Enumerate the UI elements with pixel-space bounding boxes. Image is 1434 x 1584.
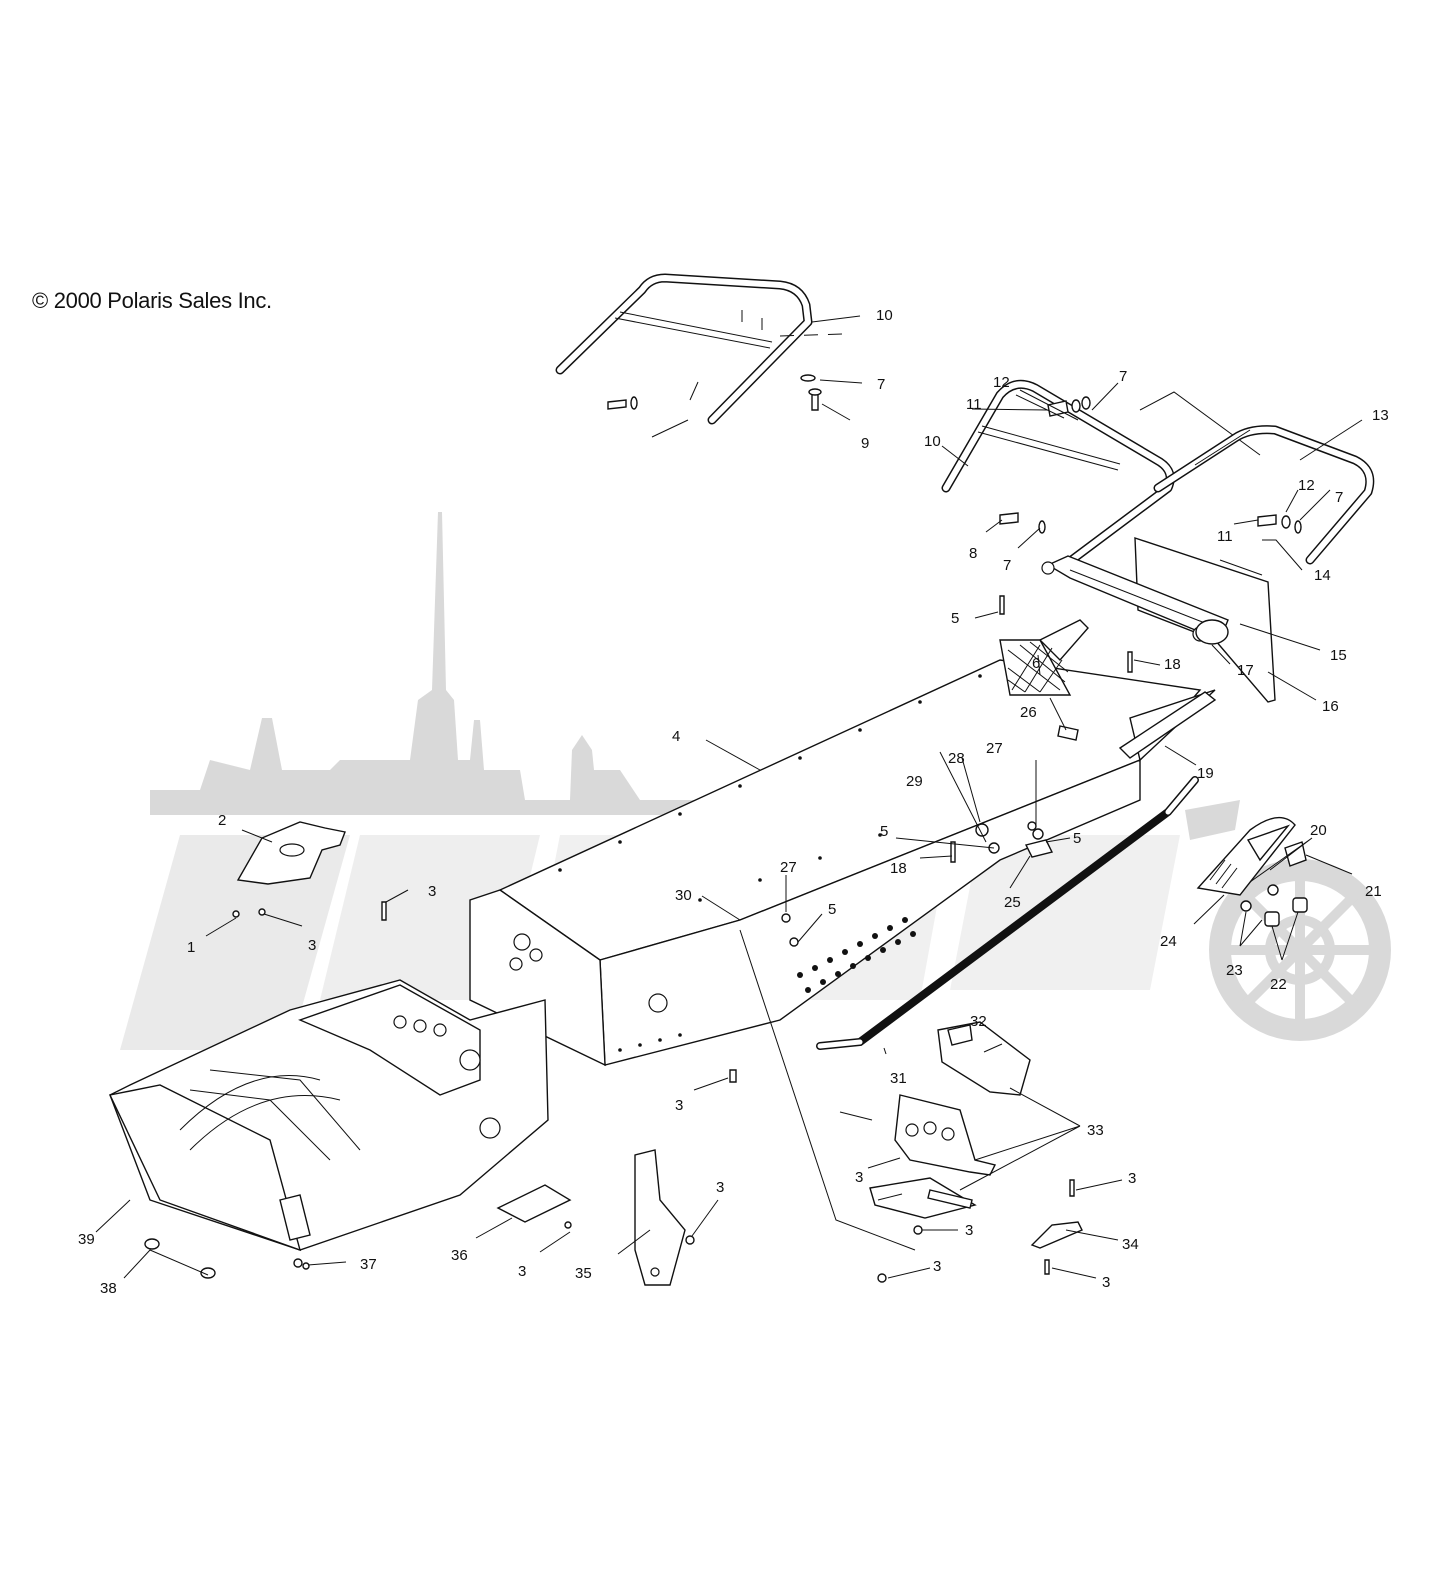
callout-37: 37	[360, 1256, 377, 1273]
callout-27-left: 27	[780, 859, 797, 876]
rear-flap-assembly	[1041, 537, 1276, 703]
fasteners	[232, 595, 1133, 1283]
hardware-right	[999, 396, 1302, 534]
callout-26: 26	[1020, 704, 1037, 721]
callout-38: 38	[100, 1280, 117, 1297]
rear-bumper	[1153, 425, 1375, 565]
callout-13: 13	[1372, 407, 1389, 424]
callout-12-right: 12	[993, 374, 1010, 391]
callout-10-top: 10	[876, 307, 893, 324]
callout-5-top: 5	[951, 610, 959, 627]
grab-bar-top	[555, 273, 843, 438]
callout-35: 35	[575, 1265, 592, 1282]
callout-5-mid: 5	[880, 823, 888, 840]
front-bracket-2	[236, 821, 346, 885]
taillight	[1196, 817, 1308, 927]
callout-24: 24	[1160, 933, 1177, 950]
callout-labels: 10 7 9 12 7 11 10 13 12 7 11 8 7 14 15 1…	[78, 307, 1389, 1297]
callout-12-bumper: 12	[1298, 477, 1315, 494]
bracket-33	[869, 1094, 997, 1219]
fastener-37	[293, 1258, 310, 1270]
callout-11-right: 11	[966, 396, 982, 413]
callout-3-b33c: 3	[933, 1258, 941, 1275]
callout-4: 4	[672, 728, 680, 745]
callout-19: 19	[1197, 765, 1214, 782]
callout-3-b34: 3	[1102, 1274, 1110, 1291]
copyright-notice: © 2000 Polaris Sales Inc.	[32, 288, 272, 313]
callout-3-right: 3	[1128, 1170, 1136, 1187]
callout-33: 33	[1087, 1122, 1104, 1139]
callout-10-right: 10	[924, 433, 941, 450]
bolt-9	[607, 374, 822, 411]
callout-20: 20	[1310, 822, 1327, 839]
callout-23: 23	[1226, 962, 1243, 979]
tunnel-rivets	[558, 674, 982, 1052]
grab-bar-right	[941, 379, 1261, 570]
callout-18-top: 18	[1164, 656, 1181, 673]
callout-3-bulkhead: 3	[428, 883, 436, 900]
bracket-35	[634, 1149, 686, 1286]
callout-2: 2	[218, 812, 226, 829]
callout-34: 34	[1122, 1236, 1139, 1253]
callout-30: 30	[675, 887, 692, 904]
callout-3-front: 3	[308, 937, 316, 954]
callout-15: 15	[1330, 647, 1347, 664]
callout-7-right: 7	[1119, 368, 1127, 385]
callout-29: 29	[906, 773, 923, 790]
leader-lines	[95, 315, 1363, 1279]
callout-16: 16	[1322, 698, 1339, 715]
callout-3-b36: 3	[518, 1263, 526, 1280]
callout-5-right: 5	[1073, 830, 1081, 847]
bulkhead	[108, 979, 549, 1252]
callout-6: 6	[1032, 655, 1040, 672]
callout-14: 14	[1314, 567, 1331, 584]
callout-9: 9	[861, 435, 869, 452]
callout-1: 1	[187, 939, 195, 956]
callout-21: 21	[1365, 883, 1382, 900]
bracket-32	[937, 1021, 1031, 1096]
rail-19	[1118, 691, 1217, 759]
callout-22: 22	[1270, 976, 1287, 993]
callout-25: 25	[1004, 894, 1021, 911]
callout-3-b35: 3	[716, 1179, 724, 1196]
rod-31	[816, 776, 1199, 1050]
callout-11-bumper: 11	[1217, 528, 1233, 545]
callout-32: 32	[970, 1013, 987, 1030]
callout-7-bumper: 7	[1335, 489, 1343, 506]
callout-36: 36	[451, 1247, 468, 1264]
callout-3-tunnel: 3	[675, 1097, 683, 1114]
callout-7-left: 7	[1003, 557, 1011, 574]
callout-27-right: 27	[986, 740, 1003, 757]
tunnel-vent-holes	[797, 917, 916, 993]
callout-31: 31	[890, 1070, 907, 1087]
callout-5-left: 5	[828, 901, 836, 918]
bracket-34	[1030, 1221, 1083, 1249]
callout-17: 17	[1237, 662, 1254, 679]
grommet-38	[144, 1238, 216, 1279]
callout-3-b33b: 3	[965, 1222, 973, 1239]
callout-39: 39	[78, 1231, 95, 1248]
callout-3-b33: 3	[855, 1169, 863, 1186]
callout-7-top: 7	[877, 376, 885, 393]
callout-8: 8	[969, 545, 977, 562]
callout-18-mid: 18	[890, 860, 907, 877]
callout-28: 28	[948, 750, 965, 767]
bracket-36	[496, 1184, 572, 1223]
